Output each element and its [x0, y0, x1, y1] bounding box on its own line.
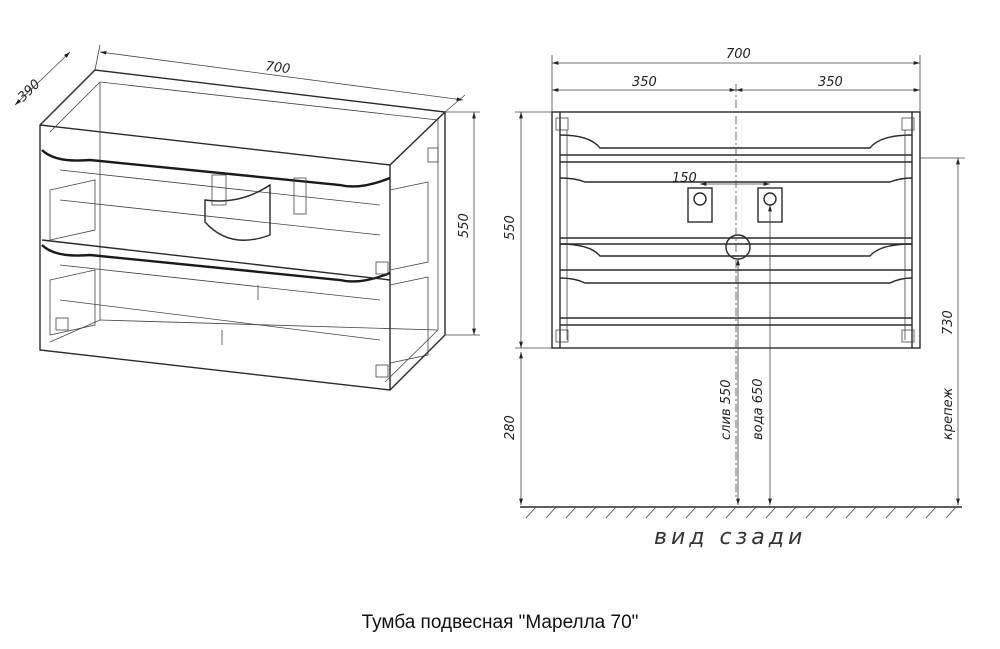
- mount-height-dim: 730: [941, 310, 956, 335]
- isometric-view: 700 390 550: [14, 44, 480, 391]
- water-height-label: вода 650: [751, 378, 766, 440]
- rear-half-left-dim: 350: [632, 75, 657, 90]
- drain-height-label: слив 550: [719, 379, 734, 440]
- drawing-caption: Тумба подвесная "Марелла 70": [361, 612, 639, 633]
- rear-view-label: вид сзади: [654, 525, 806, 550]
- bottom-gap-dim: 280: [503, 415, 518, 440]
- rear-height-dim: 550: [503, 215, 518, 240]
- iso-width-dim: 700: [265, 59, 291, 77]
- rear-half-right-dim: 350: [818, 75, 843, 90]
- iso-height-dim: 550: [457, 213, 472, 238]
- mount-label: крепеж: [941, 387, 956, 440]
- hole-spacing-dim: 150: [672, 171, 697, 186]
- rear-view: 150 700 350 350 550 280 слив 550 вода 65…: [503, 47, 965, 550]
- rear-total-width-dim: 700: [726, 47, 751, 62]
